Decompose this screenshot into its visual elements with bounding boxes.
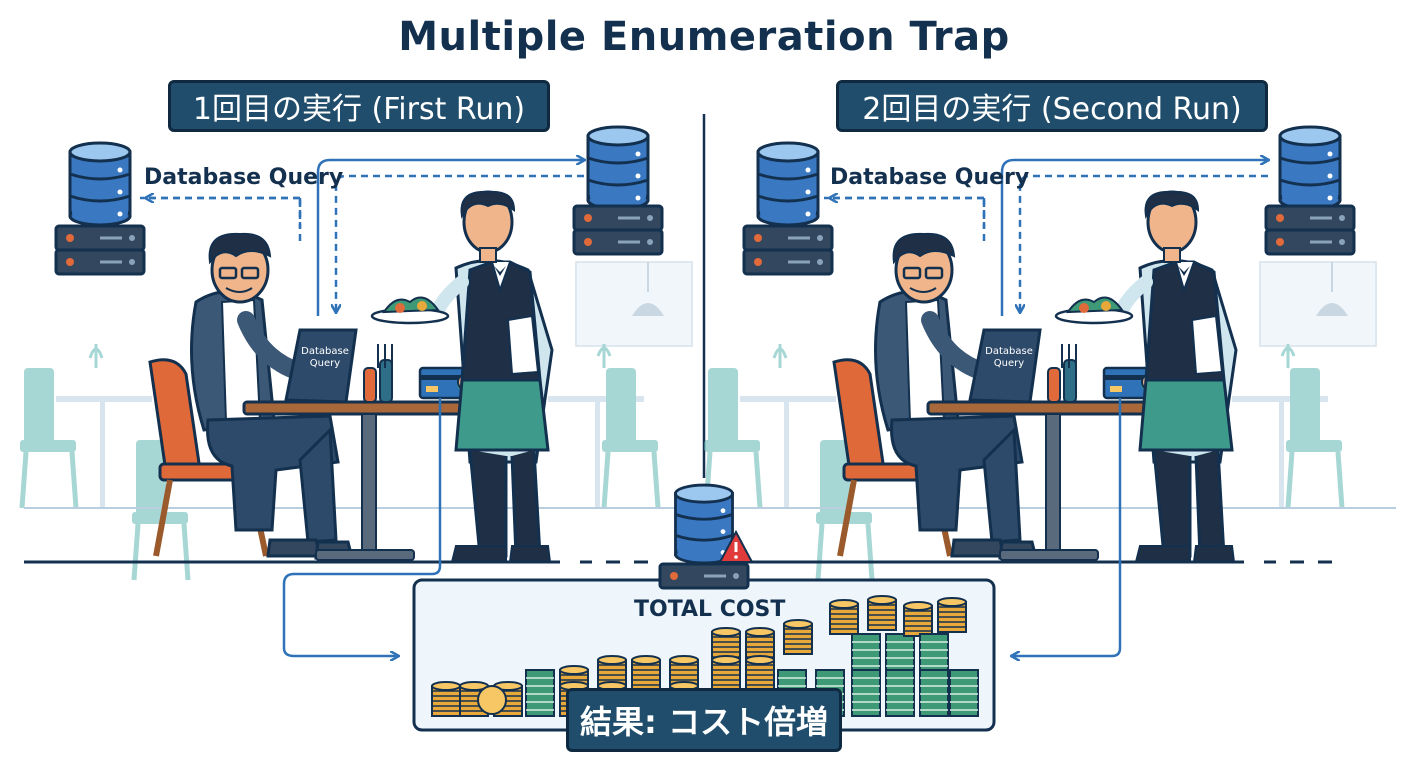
second-run-tablet-label: Database Query — [984, 346, 1034, 370]
right-database-icon — [586, 125, 650, 211]
money-bill-icon — [919, 669, 949, 717]
money-bill-icon — [851, 669, 881, 717]
tablet-line1: Database — [985, 346, 1033, 357]
first-run-scene — [20, 125, 712, 656]
server-icon — [658, 562, 750, 590]
server-icon — [54, 248, 146, 276]
coin-stack-icon — [783, 619, 813, 655]
coin-stack-icon — [711, 655, 741, 691]
coin-stack-icon — [745, 655, 775, 691]
first-run-banner: 1回目の実行 (First Run) — [168, 80, 550, 132]
money-bill-icon — [525, 669, 555, 717]
server-icon — [572, 204, 664, 232]
first-run-query-label: Database Query — [144, 165, 344, 190]
server-icon — [1264, 204, 1356, 232]
tablet-line2: Query — [309, 358, 341, 369]
coin-stack-icon — [431, 681, 461, 717]
coin-stack-icon — [829, 599, 859, 635]
second-run-banner: 2回目の実行 (Second Run) — [836, 80, 1268, 132]
server-icon — [742, 224, 834, 252]
server-icon — [742, 248, 834, 276]
result-banner: 結果: コスト倍増 — [566, 688, 842, 752]
total-cost-label: TOTAL COST — [634, 597, 786, 622]
right-database-icon — [1278, 125, 1342, 211]
diagram-title: Multiple Enumeration Trap — [398, 14, 1010, 60]
second-run-scene — [704, 125, 1396, 580]
coin-stack-icon — [903, 601, 933, 637]
server-icon — [572, 228, 664, 256]
server-icon — [1264, 228, 1356, 256]
coin-stack-icon — [867, 595, 897, 631]
second-run-cost-arrow — [1012, 398, 1122, 656]
warning-icon — [718, 529, 754, 563]
central-database-icon — [674, 483, 734, 565]
tablet-line2: Query — [993, 358, 1025, 369]
second-run-query-label: Database Query — [830, 165, 1030, 190]
money-pile — [431, 595, 979, 717]
first-run-cost-arrow — [282, 398, 442, 656]
coin-stack-icon — [937, 597, 967, 633]
first-run-tablet-label: Database Query — [300, 346, 350, 370]
tablet-line1: Database — [301, 346, 349, 357]
money-bill-icon — [885, 669, 915, 717]
left-database-icon — [756, 141, 820, 227]
left-database-icon — [68, 141, 132, 227]
coin-stack-icon — [631, 655, 661, 691]
server-icon — [54, 224, 146, 252]
money-bill-icon — [949, 669, 979, 717]
